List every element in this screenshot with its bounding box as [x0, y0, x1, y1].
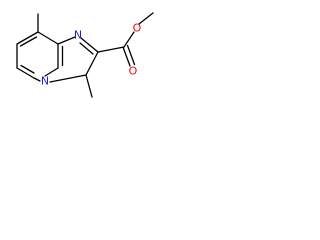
bond-c7-c6: [16, 31, 39, 45]
bond-c8-c7: [37, 31, 59, 45]
bond-c8a-n1: [57, 36, 76, 45]
bond-carbonyl-double-a: [122, 46, 131, 67]
bond-c5-c4: [16, 67, 35, 79]
atom-label-ester-oxygen: O: [133, 22, 142, 35]
bond-c2-carbonyl-c: [97, 46, 125, 53]
atom-label-imidazole-nitrogen: N: [74, 29, 82, 42]
bond-c3-n4: [49, 74, 87, 83]
chemical-structure-diagram: N N O O: [16, 12, 154, 98]
atom-label-carbonyl-oxygen: O: [129, 65, 138, 78]
atom-label-layer: N N O O: [41, 22, 142, 88]
atom-label-bridgehead-nitrogen: N: [41, 75, 49, 88]
bond-c4-n4: [33, 77, 41, 82]
bond-ester-o-methyl: [138, 12, 154, 25]
bond-c5-c4-inner: [20, 64, 35, 74]
bond-n1-c2: [80, 37, 99, 53]
bond-carbonyl-double-b: [126, 44, 136, 66]
bond-c3-methyl: [85, 74, 93, 98]
bond-c7-c6-inner: [19, 36, 38, 47]
bond-n4-c8a: [44, 67, 59, 77]
bond-carbonyl-c-ester-o: [123, 31, 135, 48]
bond-n1-c2-inner: [79, 42, 94, 55]
bond-layer: [16, 12, 154, 98]
bond-c2-c3: [85, 51, 99, 76]
